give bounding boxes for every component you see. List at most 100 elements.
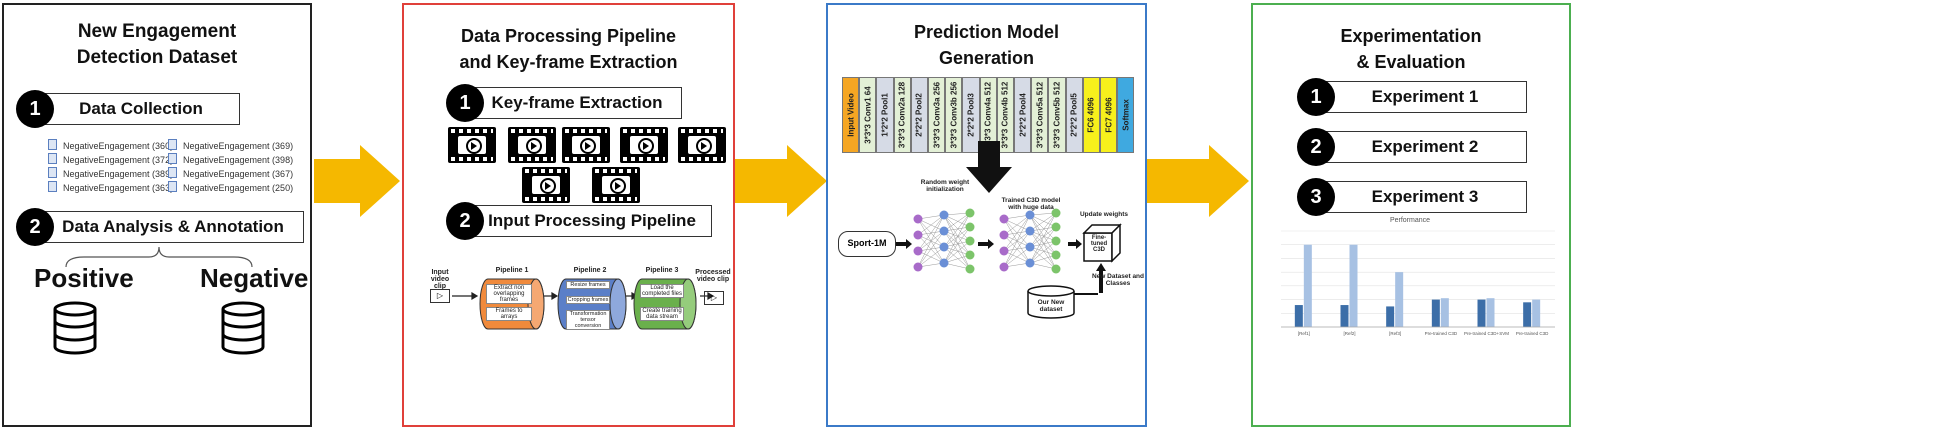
panel-evaluation: Experimentation & Evaluation Experiment … <box>1251 3 1571 427</box>
arrow-2 <box>735 145 827 217</box>
input-clip-icon: ▷ <box>430 289 450 303</box>
output-clip-label: Processed video clip <box>695 269 731 283</box>
chart-tick-label: Pre-trained C3D+SVM <box>1464 331 1509 336</box>
step-number: 2 <box>16 208 54 246</box>
chart-bar <box>1349 244 1358 327</box>
c3d-layer: 2*2*2 Pool4 <box>1014 77 1032 153</box>
pipeline-2-title: Pipeline 2 <box>573 267 607 274</box>
step-label: Data Analysis & Annotation <box>42 211 304 243</box>
file-list: NegativeEngagement (360) NegativeEngagem… <box>48 139 293 199</box>
step-data-analysis: Data Analysis & Annotation 2 <box>16 208 304 246</box>
file-item: NegativeEngagement (363) <box>48 181 173 193</box>
step-experiment-1: Experiment 1 1 <box>1297 78 1527 116</box>
down-arrow-icon <box>966 141 1012 193</box>
video-frame-icon <box>562 127 610 163</box>
sport-1m-box: Sport-1M <box>838 231 896 257</box>
video-frame-icon <box>678 127 726 163</box>
video-frame-icon <box>620 127 668 163</box>
step-label: Experiment 2 <box>1323 131 1527 163</box>
c3d-layer: 3*3*3 Conv5b 512 <box>1048 77 1066 153</box>
file-item: NegativeEngagement (250) <box>168 181 293 193</box>
pipeline-2-item: Transformation tensor conversion <box>566 310 610 330</box>
c3d-layer: FC7 4096 <box>1100 77 1118 153</box>
chart-bar <box>1431 299 1440 327</box>
positive-label: Positive <box>34 263 134 293</box>
step-experiment-2: Experiment 2 2 <box>1297 128 1527 166</box>
video-frame-icon <box>448 127 496 163</box>
pipeline-connectors <box>452 291 715 301</box>
c3d-layer: 3*3*3 Conv2a 128 <box>893 77 911 153</box>
step-number: 3 <box>1297 178 1335 216</box>
chart-bar <box>1532 299 1541 327</box>
step-experiment-3: Experiment 3 3 <box>1297 178 1527 216</box>
chart-tick-label: Pre-trained C3D <box>1425 331 1458 336</box>
up-arrow-icon <box>1096 263 1106 293</box>
title-line-1: Experimentation <box>1340 26 1482 46</box>
step-data-collection: Data Collection 1 <box>16 90 240 128</box>
c3d-layer: Input Video <box>842 77 860 153</box>
step-number: 2 <box>446 202 484 240</box>
title-line-2: & Evaluation <box>1356 52 1466 72</box>
panel-title: Experimentation & Evaluation <box>1253 23 1569 75</box>
neural-net-icon <box>999 208 1061 274</box>
random-init-label: Random weight initialization <box>920 179 970 193</box>
c3d-layer: 3*3*3 Conv3b 256 <box>945 77 963 153</box>
arrow-icon <box>896 239 912 249</box>
chart-bar <box>1477 299 1486 327</box>
file-item: NegativeEngagement (389) <box>48 167 173 179</box>
c3d-layer: 3*3*3 Conv3a 256 <box>928 77 946 153</box>
panel-title: Prediction Model Generation <box>828 19 1145 71</box>
c3d-layer: 3*3*3 Conv5a 512 <box>1031 77 1049 153</box>
chart-tick-label: [Ref3] <box>1389 331 1401 336</box>
arrow-icon <box>1068 239 1082 249</box>
step-number: 1 <box>1297 78 1335 116</box>
step-number: 1 <box>446 84 484 122</box>
output-clip-icon: ▷ <box>704 291 724 305</box>
c3d-layer: 2*2*2 Pool2 <box>910 77 928 153</box>
c3d-layer: FC6 4096 <box>1082 77 1100 153</box>
annotation-brace <box>65 246 253 268</box>
step-label: Key-frame Extraction <box>472 87 682 119</box>
c3d-layer: 2*2*2 Pool5 <box>1065 77 1083 153</box>
pipeline-2-item: Resize frames <box>566 281 610 289</box>
chart-bar <box>1486 298 1495 327</box>
chart-bar <box>1340 305 1349 327</box>
c3d-layer: 3*3*3 Conv1 64 <box>859 77 877 153</box>
c3d-layer: 1*2*2 Pool1 <box>876 77 894 153</box>
arrow-3 <box>1147 145 1249 217</box>
chart-bar <box>1395 272 1404 327</box>
negative-label: Negative <box>200 263 309 293</box>
file-item: NegativeEngagement (360) <box>48 139 173 151</box>
panel-pipeline: Data Processing Pipeline and Key-frame E… <box>402 3 735 427</box>
panel-title: New Engagement Detection Dataset <box>4 19 310 71</box>
pipeline-1-item: Frames to arrays <box>486 307 532 321</box>
c3d-layer: 2*2*2 Pool3 <box>962 77 980 153</box>
pipeline-3-title: Pipeline 3 <box>645 267 679 274</box>
video-frame-icon <box>522 167 570 203</box>
chart-bar <box>1440 298 1449 327</box>
step-number: 2 <box>1297 128 1335 166</box>
title-line-1: Data Processing Pipeline <box>460 26 677 46</box>
file-item: NegativeEngagement (369) <box>168 139 293 151</box>
performance-chart: Performance [Ref1][Ref2][Ref3]Pre-traine… <box>1259 215 1561 347</box>
c3d-layer: 3*3*3 Conv4b 512 <box>996 77 1014 153</box>
database-icon <box>53 301 97 355</box>
video-frame-icon <box>592 167 640 203</box>
panel-dataset: New Engagement Detection Dataset Data Co… <box>2 3 312 427</box>
input-clip-label: Input video clip <box>430 269 450 290</box>
cube-icon <box>1082 223 1122 263</box>
pipeline-1-title: Pipeline 1 <box>495 267 529 274</box>
update-weights-label: Update weights <box>1079 211 1129 218</box>
file-item: NegativeEngagement (367) <box>168 167 293 179</box>
title-line-2: and Key-frame Extraction <box>459 52 678 72</box>
title-line-2: Generation <box>938 48 1035 68</box>
step-input-processing: Input Processing Pipeline 2 <box>446 202 712 240</box>
chart-bar <box>1303 244 1312 327</box>
video-frame-icon <box>508 127 556 163</box>
file-item: NegativeEngagement (398) <box>168 153 293 165</box>
step-label: Input Processing Pipeline <box>472 205 712 237</box>
step-number: 1 <box>16 90 54 128</box>
chart-tick-label: [Ref1] <box>1298 331 1310 336</box>
chart-tick-label: [Ref2] <box>1343 331 1355 336</box>
new-dataset-label: New Dataset and Classes <box>1091 273 1145 287</box>
